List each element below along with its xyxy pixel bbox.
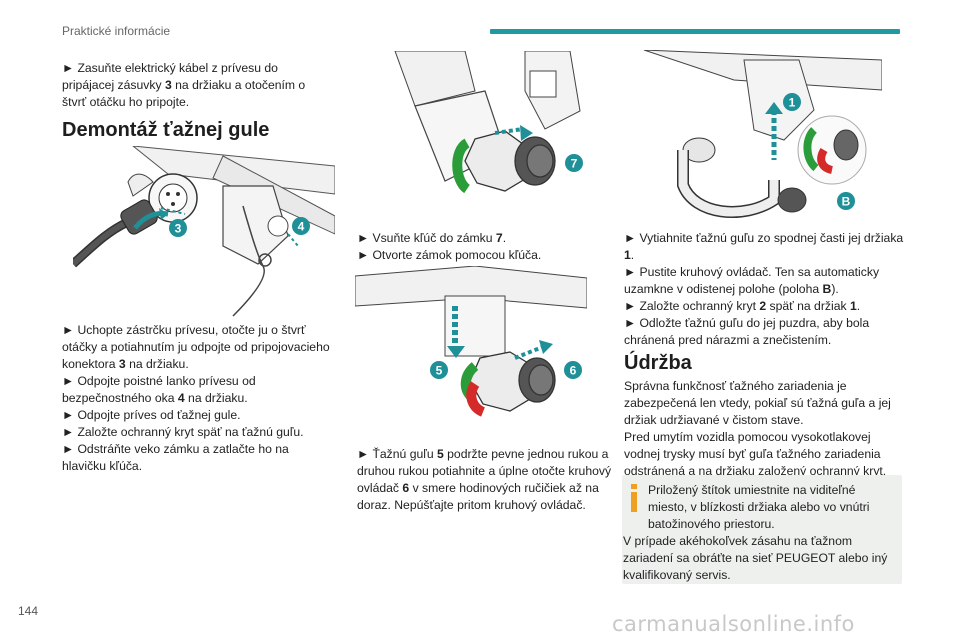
paragraph: Správna funkčnosť ťažného zariadenia je … bbox=[624, 379, 891, 427]
step-text: ► Vsuňte kľúč do zámku 7. bbox=[357, 231, 507, 245]
figure-label-3: 3 bbox=[175, 222, 182, 236]
figure-remove-ball: 1 B bbox=[624, 50, 882, 220]
column1-steps: ► Uchopte zástrčku prívesu, otočte ju o … bbox=[62, 322, 332, 475]
step-text: ► Pustite kruhový ovládač. Ten sa automa… bbox=[624, 265, 880, 296]
info-note-text: Priložený štítok umiestnite na viditeľné… bbox=[623, 482, 896, 584]
step-text: ► Uchopte zástrčku prívesu, otočte ju o … bbox=[62, 323, 330, 371]
column2-steps2: ► Ťažnú guľu 5 podržte pevne jednou ruko… bbox=[357, 446, 617, 514]
page-number: 144 bbox=[18, 604, 39, 618]
step-text: ► Odpojte príves od ťažnej gule. bbox=[62, 408, 241, 422]
intro-paragraph: ► Zasuňte elektrický kábel z prívesu do … bbox=[62, 60, 332, 111]
figure-insert-key: 7 bbox=[355, 51, 587, 223]
step-text: ► Odpojte poistné lanko prívesu od bezpe… bbox=[62, 374, 256, 405]
heading-demontaz: Demontáž ťažnej gule bbox=[62, 119, 270, 141]
note-line: Priložený štítok umiestnite na viditeľné… bbox=[648, 483, 870, 531]
step-text: ► Vytiahnite ťažnú guľu zo spodnej časti… bbox=[624, 231, 904, 262]
note-line: V prípade akéhokoľvek zásahu na ťažnom z… bbox=[623, 534, 888, 582]
section-title: Praktické informácie bbox=[62, 24, 171, 38]
figure-label-4: 4 bbox=[298, 220, 305, 234]
step-text: ► Odložte ťažnú guľu do jej puzdra, aby … bbox=[624, 316, 870, 347]
figure-label-6: 6 bbox=[570, 364, 577, 378]
heading-udrzba: Údržba bbox=[624, 352, 692, 374]
maintenance-paragraphs: Správna funkčnosť ťažného zariadenia je … bbox=[624, 378, 906, 480]
figure-label-1: 1 bbox=[789, 96, 796, 110]
figure-label-7: 7 bbox=[571, 157, 578, 171]
step-text: ► Založte ochranný kryt 2 späť na držiak… bbox=[624, 299, 861, 313]
column3-steps: ► Vytiahnite ťažnú guľu zo spodnej časti… bbox=[624, 230, 906, 349]
header-accent-bar bbox=[490, 29, 900, 34]
step-text: ► Založte ochranný kryt späť na ťažnú gu… bbox=[62, 425, 304, 439]
step-text: ► Otvorte zámok pomocou kľúča. bbox=[357, 248, 542, 262]
info-icon bbox=[631, 484, 637, 512]
paragraph: Pred umytím vozidla pomocou vysokotlakov… bbox=[624, 430, 887, 478]
figure-label-5: 5 bbox=[436, 364, 443, 378]
figure-label-B: B bbox=[842, 195, 851, 209]
column2-steps1: ► Vsuňte kľúč do zámku 7. ► Otvorte zámo… bbox=[357, 230, 617, 264]
intro-text: ► Zasuňte elektrický kábel z prívesu do … bbox=[62, 61, 306, 109]
figure-unplug-cable: 3 4 bbox=[73, 146, 335, 318]
info-note-box bbox=[622, 475, 902, 584]
figure-rotate-knob: 5 6 bbox=[355, 266, 587, 438]
watermark: carmanualsonline.info bbox=[612, 612, 855, 636]
step-text: ► Odstráňte veko zámku a zatlačte ho na … bbox=[62, 442, 289, 473]
step-text: ► Ťažnú guľu 5 podržte pevne jednou ruko… bbox=[357, 447, 612, 512]
